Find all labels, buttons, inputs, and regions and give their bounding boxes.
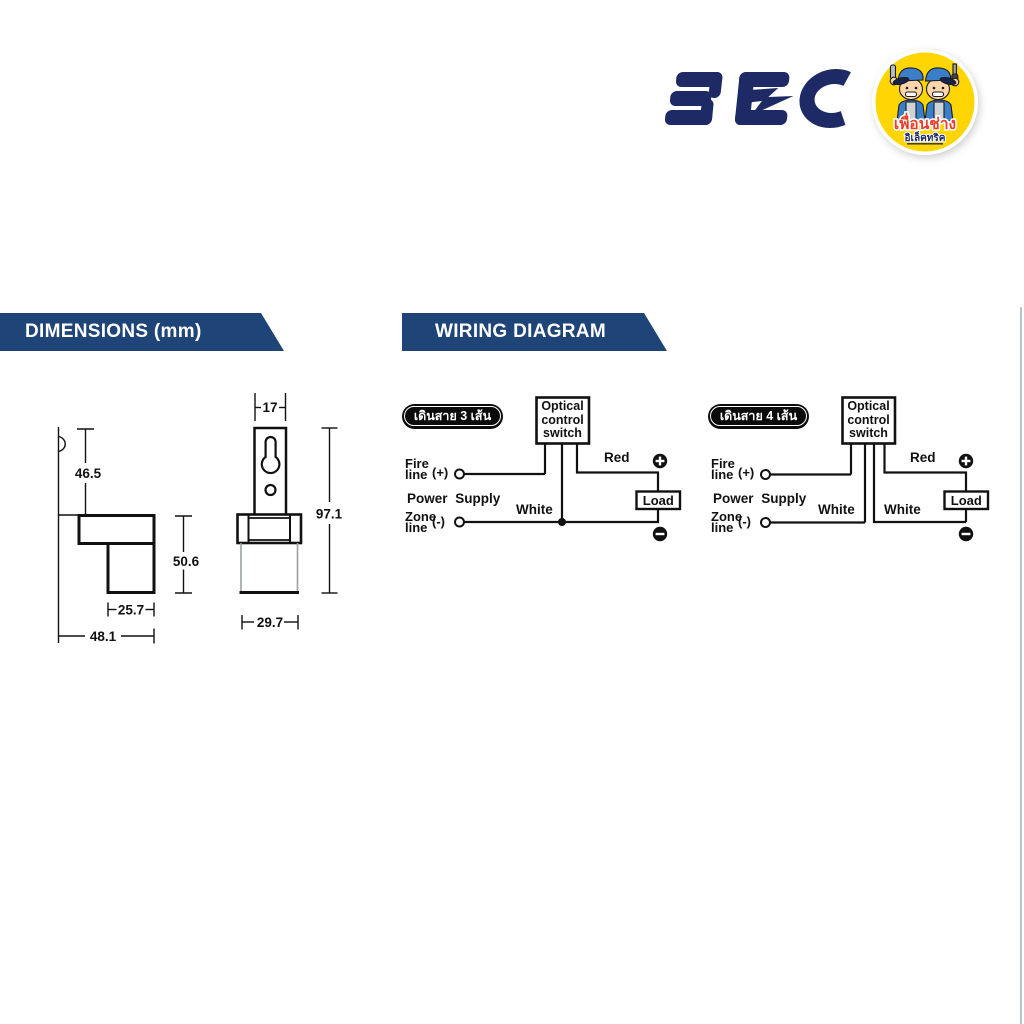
pill-ring <box>710 405 807 427</box>
bec-logo <box>664 69 851 128</box>
power-supply-label: Power Supply <box>407 491 501 506</box>
keyhole-slot <box>260 435 281 475</box>
load-label: Load <box>643 493 674 508</box>
wiring-section-banner: WIRING DIAGRAM <box>402 313 667 351</box>
red-wire-label: Red <box>604 450 630 465</box>
zone-terminal <box>760 517 771 528</box>
white-wire-label-1: White <box>818 502 855 517</box>
optical-switch-label: Optical control switch <box>541 399 584 441</box>
zone-line-label: Zone line <box>711 509 743 535</box>
tag-3-wire-text: เดินสาย 3 เส้น <box>413 408 492 423</box>
side-flange <box>77 514 156 545</box>
tag-4-wire: เดินสาย 4 เส้น <box>708 403 809 429</box>
front-view-drawing: 17 97.1 29.7 <box>236 393 343 630</box>
white-wire-label-2: White <box>884 502 921 517</box>
fire-line-label: Fire line <box>711 456 735 482</box>
letter-e <box>734 72 794 125</box>
plus-terminal-icon <box>652 453 668 469</box>
fire-terminal <box>760 469 771 480</box>
side-view-drawing: 46.5 50.6 25.7 48.1 <box>57 427 200 644</box>
zone-polarity-label: (-) <box>738 514 751 529</box>
fire-polarity-label: (+) <box>738 465 755 480</box>
screw-hole <box>264 483 277 497</box>
fire-terminal <box>454 468 465 480</box>
mascot-right <box>924 63 960 122</box>
minus-terminal-icon <box>958 526 974 542</box>
dim-50-6: 50.6 <box>173 554 200 569</box>
dim-25-7: 25.7 <box>118 603 144 618</box>
wiring-title: WIRING DIAGRAM <box>435 321 606 342</box>
dimensions-title: DIMENSIONS (mm) <box>25 321 202 342</box>
red-wire-label: Red <box>910 450 936 465</box>
pill-ring <box>404 405 501 427</box>
clip-bump <box>58 435 66 453</box>
tag-3-wire: เดินสาย 3 เส้น <box>402 403 503 429</box>
zone-polarity-label: (-) <box>432 514 445 529</box>
white-wire-label: White <box>516 502 553 517</box>
side-body <box>106 542 156 594</box>
letter-b <box>664 72 723 125</box>
logo-alt-text: BEC <box>0 0 1 1</box>
plus-terminal-icon <box>958 453 974 469</box>
load-box <box>943 490 990 511</box>
tag-4-wire-text: เดินสาย 4 เส้น <box>719 408 798 423</box>
minus-terminal-icon <box>652 526 668 542</box>
dim-17: 17 <box>262 400 277 415</box>
letter-c <box>799 69 851 128</box>
page-edge-divider <box>1020 307 1023 1024</box>
load-label: Load <box>951 493 982 508</box>
dim-46-5: 46.5 <box>75 466 102 481</box>
mascot-left <box>889 64 926 122</box>
zone-line-label: Zone line <box>405 509 437 535</box>
mascot-badge: เพื่อนช่าง อิเล็คทริค <box>872 49 978 155</box>
fire-polarity-label: (+) <box>432 465 449 480</box>
zone-terminal <box>454 516 465 528</box>
badge-title: เพื่อนช่าง <box>894 112 956 133</box>
mount-tab <box>253 426 288 517</box>
optical-switch-label: Optical control switch <box>847 399 890 441</box>
load-box <box>635 490 682 511</box>
front-flange <box>236 513 303 545</box>
dim-97-1: 97.1 <box>316 507 343 522</box>
fire-line-label: Fire line <box>405 456 429 482</box>
badge-subtitle: อิเล็คทริค <box>905 130 946 144</box>
dim-29-7: 29.7 <box>257 615 283 630</box>
junction-dot <box>558 518 566 526</box>
dim-48-1: 48.1 <box>90 629 117 644</box>
dimensions-section-banner: DIMENSIONS (mm) <box>0 313 284 351</box>
power-supply-label: Power Supply <box>713 491 807 506</box>
lightning-bolt-icon <box>744 88 794 115</box>
